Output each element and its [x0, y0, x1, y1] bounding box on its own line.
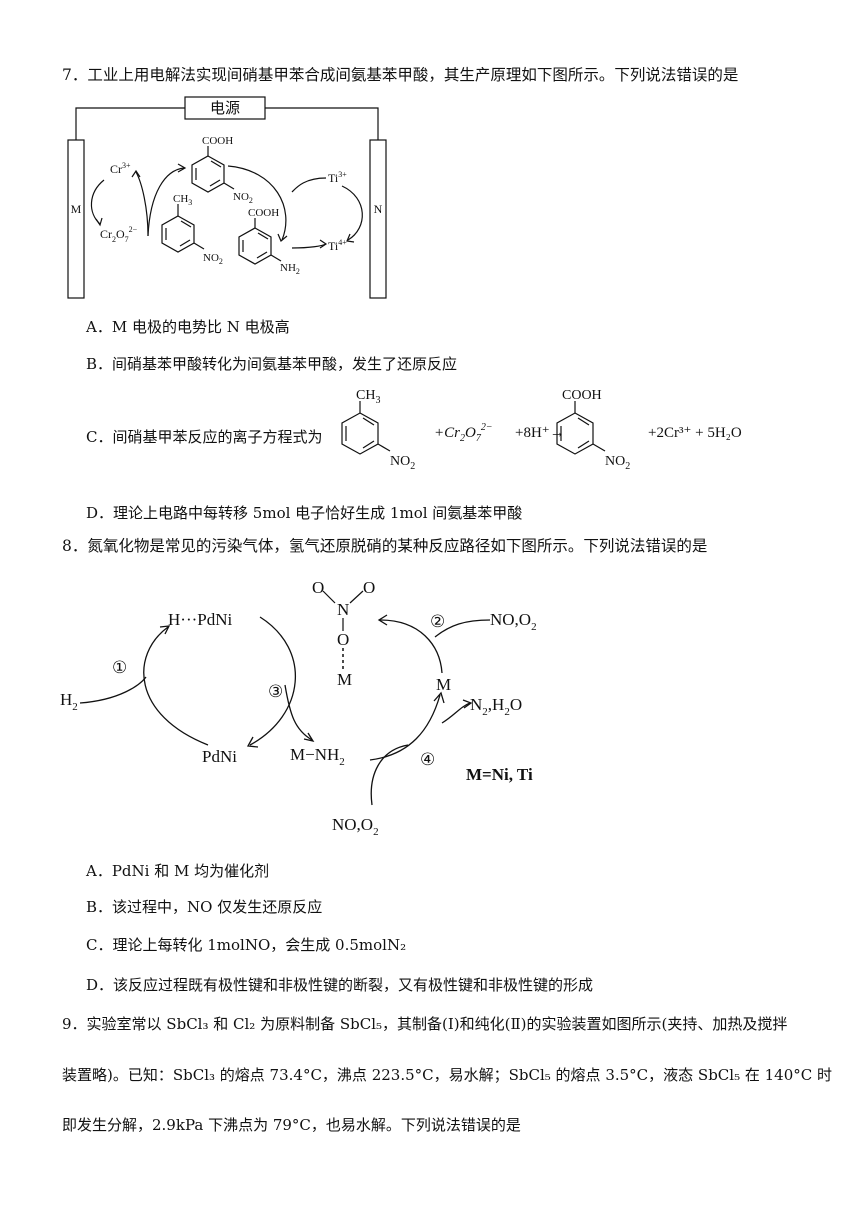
q8-option-a[interactable]: A．PdNi 和 M 均为催化剂 [86, 862, 270, 880]
q8-option-b[interactable]: B．该过程中，NO 仅发生还原反应 [86, 898, 323, 916]
power-source-box [184, 96, 266, 120]
arrow-step-2 [379, 619, 443, 674]
svg-text:O: O [312, 578, 324, 597]
m-aminobenzoic-acid-structure [238, 218, 282, 265]
q7-electrolysis-diagram: 电源 M N Cr3+ Cr2O72− CH3 NO2 COOH NO2 COO… [67, 96, 387, 299]
equation-product-structure [556, 401, 606, 455]
step-1-label: ① [112, 658, 127, 677]
svg-text:NO2: NO2 [605, 454, 630, 472]
svg-text:M: M [337, 670, 352, 689]
equation-reactant-structure [341, 401, 391, 455]
q8-reaction-pathway-diagram: O O N O M H···PdNi PdNi M−NH2 M NO,O2 N2… [60, 578, 537, 838]
svg-text:NH2: NH2 [280, 262, 300, 276]
q7-option-a[interactable]: A．M 电极的电势比 N 电极高 [86, 318, 290, 336]
equation-middle: +8H⁺→ [515, 425, 565, 441]
electrode-m-label: M [71, 202, 82, 216]
electrode-n-label: N [374, 202, 383, 216]
nitrate-on-m-structure: O O N O M [312, 578, 375, 689]
svg-text:O: O [337, 630, 349, 649]
q9-stem-line-1: 9．实验室常以 SbCl₃ 和 Cl₂ 为原料制备 SbCl₅，其制备(Ⅰ)和纯… [62, 1015, 788, 1033]
electrode-m [67, 139, 85, 299]
arrow-step-1 [143, 626, 209, 746]
h2-label: H2 [60, 690, 78, 713]
q7-option-c-prefix[interactable]: C．间硝基甲苯反应的离子方程式为 [86, 428, 323, 446]
q8-stem: 8．氮氧化物是常见的污染气体，氢气还原脱硝的某种反应路径如下图所示。下列说法错误… [62, 537, 708, 555]
q9-stem-line-3: 即发生分解，2.9kPa 下沸点为 79°C，也易水解。下列说法错误的是 [62, 1116, 521, 1134]
svg-text:COOH: COOH [562, 388, 602, 403]
svg-text:O: O [363, 578, 375, 597]
step-3-label: ③ [268, 682, 283, 701]
svg-text:COOH: COOH [202, 135, 233, 147]
q7-option-d[interactable]: D．理论上电路中每转移 5mol 电子恰好生成 1mol 间氨基苯甲酸 [86, 504, 523, 522]
power-source-label: 电源 [210, 100, 240, 117]
m-nh2-label: M−NH2 [290, 745, 345, 768]
svg-text:CH3: CH3 [173, 193, 192, 207]
q8-option-d[interactable]: D．该反应过程既有极性键和非极性键的断裂，又有极性键和非极性键的形成 [86, 976, 594, 994]
n2-h2o-label: N2,H2O [470, 695, 522, 718]
cr2o7-ion: Cr2O72− [100, 225, 138, 244]
cr3-ion: Cr3+ [110, 161, 131, 176]
m-definition-label: M=Ni, Ti [466, 765, 533, 784]
m-nitrotoluene-structure [161, 204, 205, 253]
q7-option-c-equation: CH3 NO2 +Cr2O72− +8H⁺→ COOH NO2 +2Cr³⁺ +… [341, 388, 742, 472]
no-o2-bottom-label: NO,O2 [332, 815, 379, 838]
m-nitrobenzoic-acid-structure [191, 146, 235, 193]
ti4-ion: Ti4+ [328, 238, 347, 253]
q7-stem: 7．工业上用电解法实现间硝基甲苯合成间氨基苯甲酸，其生产原理如下图所示。下列说法… [62, 66, 739, 84]
m-label: M [436, 675, 451, 694]
svg-text:NO2: NO2 [203, 252, 223, 266]
q7-option-b[interactable]: B．间硝基苯甲酸转化为间氨基苯甲酸，发生了还原反应 [86, 355, 458, 373]
svg-text:N: N [337, 600, 349, 619]
no-o2-top-label: NO,O2 [490, 610, 537, 633]
ti3-ion: Ti3+ [328, 170, 347, 185]
step-4-label: ④ [420, 750, 435, 769]
q8-option-c[interactable]: C．理论上每转化 1molNO，会生成 0.5molN₂ [86, 936, 407, 954]
svg-text:NO2: NO2 [233, 191, 253, 205]
step-2-label: ② [430, 612, 445, 631]
svg-text:NO2: NO2 [390, 454, 415, 472]
arrow-step-3 [249, 616, 296, 746]
q9-stem-line-2: 装置略)。已知：SbCl₃ 的熔点 73.4°C，沸点 223.5°C，易水解；… [62, 1066, 832, 1084]
svg-text:COOH: COOH [248, 207, 279, 219]
svg-text:CH3: CH3 [356, 388, 380, 406]
arrow-step-4 [369, 694, 441, 761]
electrode-n [369, 139, 387, 299]
h-pdni-label: H···PdNi [168, 610, 232, 629]
svg-text:+Cr2O72−: +Cr2O72− [434, 422, 493, 444]
pdni-label: PdNi [202, 747, 237, 766]
equation-tail: +2Cr³⁺ + 5H₂O [648, 425, 742, 441]
